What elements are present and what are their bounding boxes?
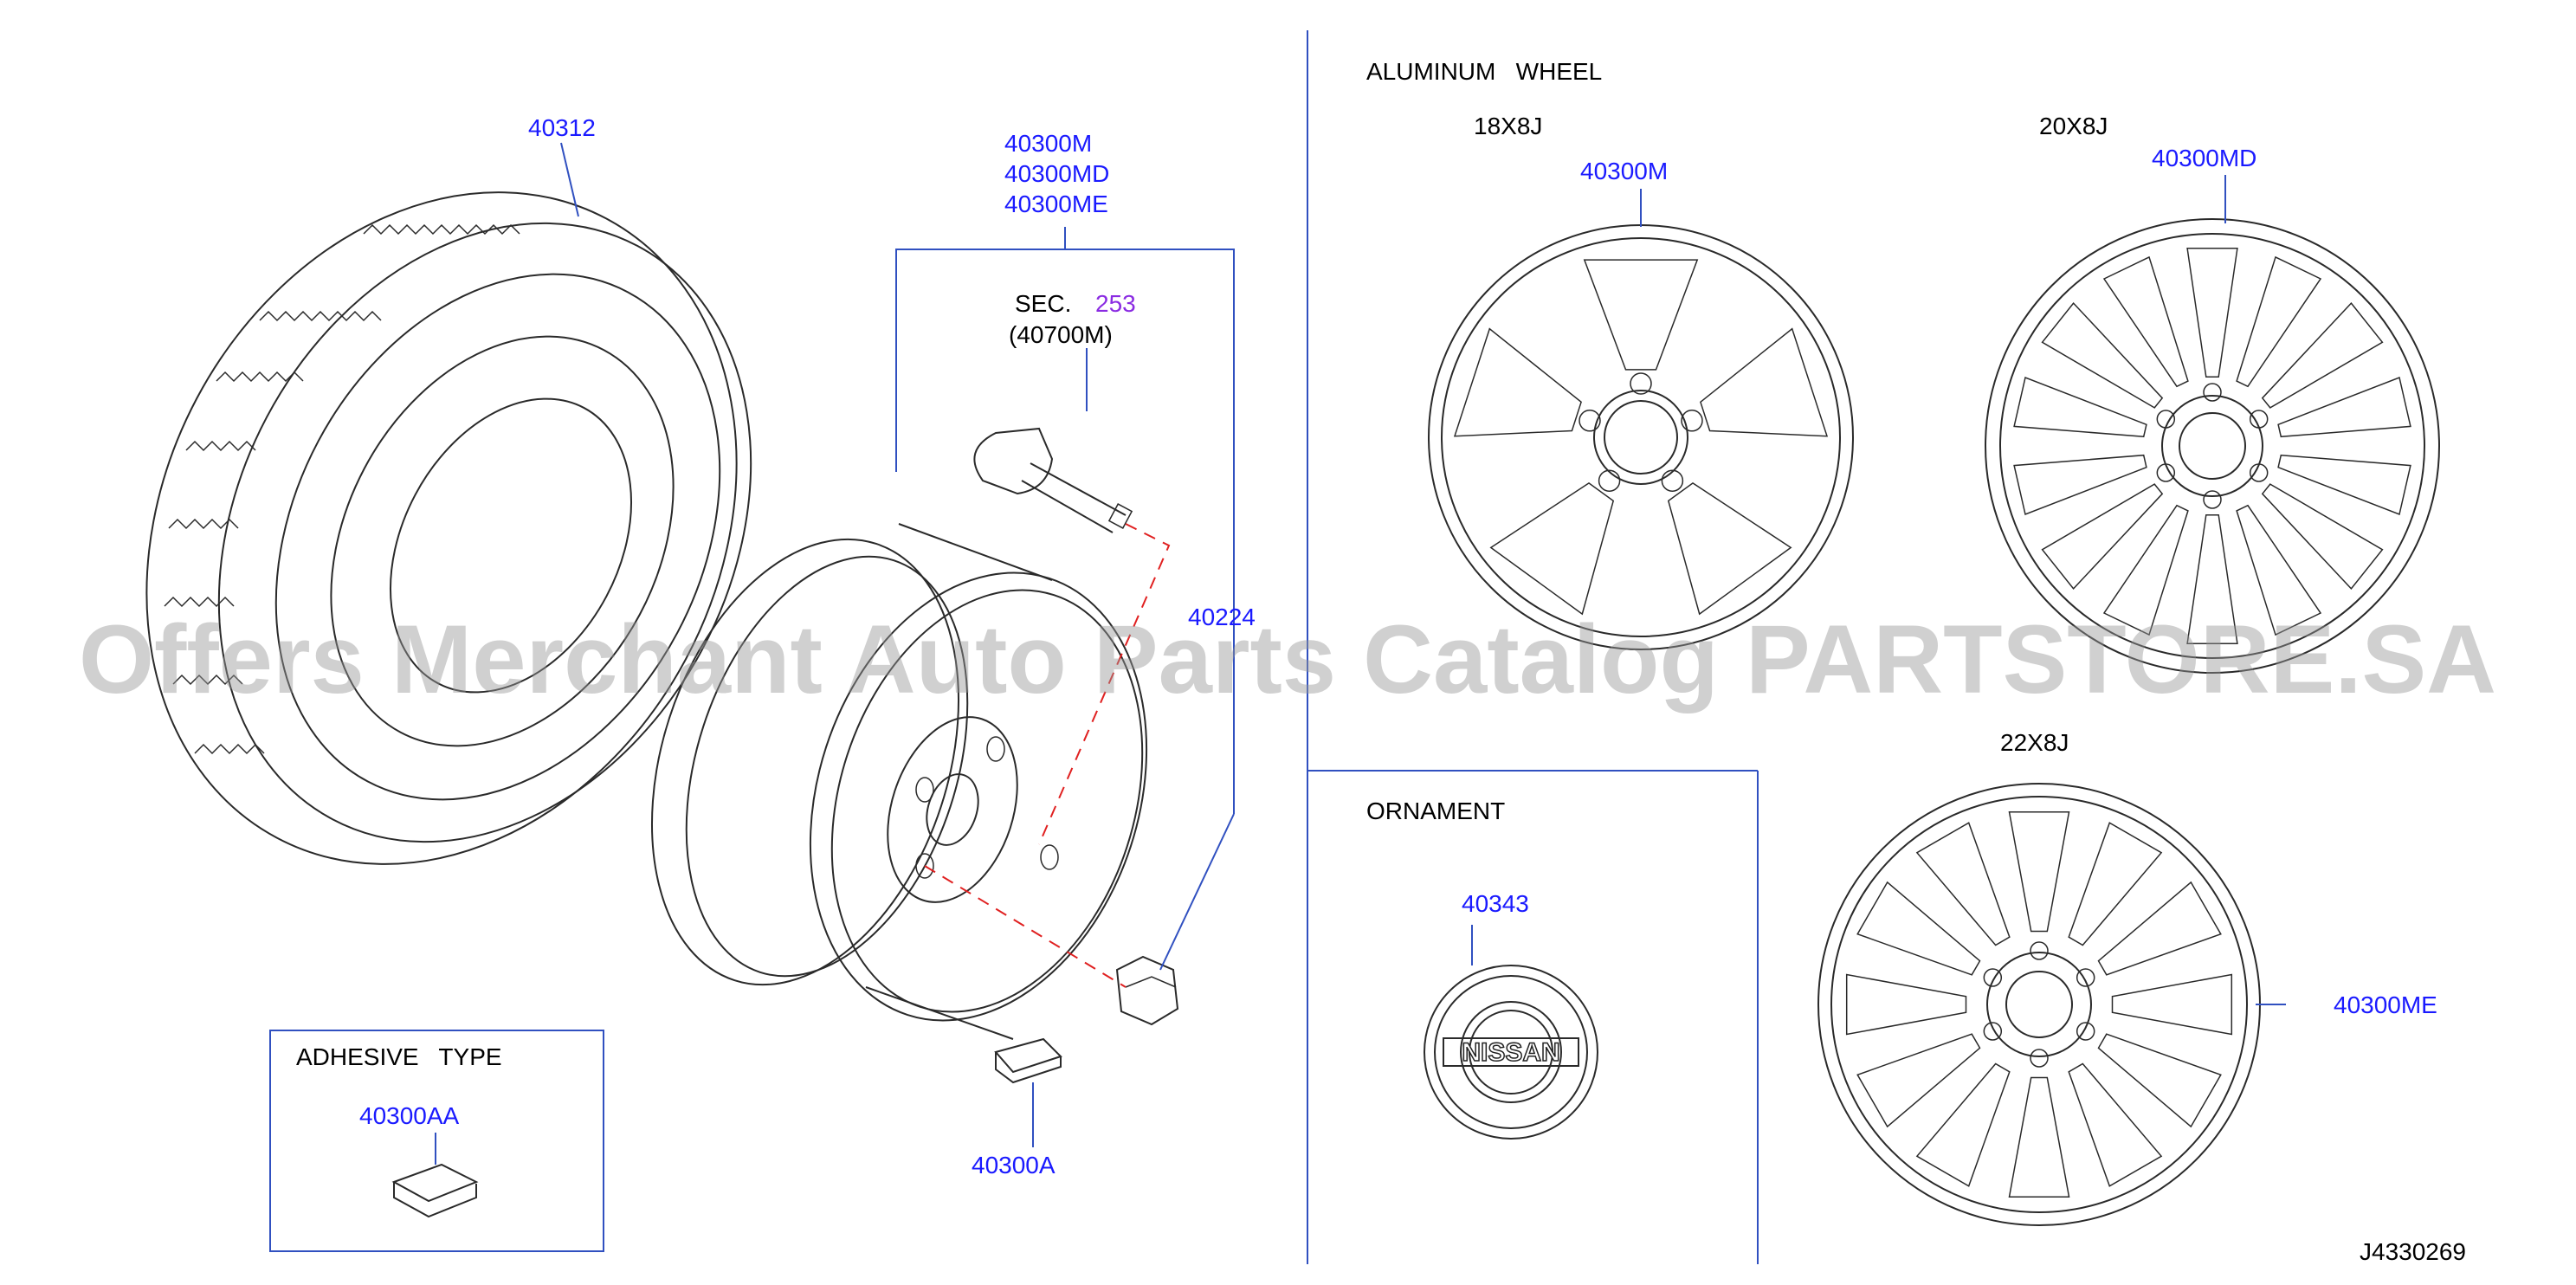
wheel-spoke-window (2261, 483, 2384, 591)
wheel18-part-label: 40300M (1580, 158, 1668, 184)
lug-hole (1983, 1022, 2003, 1041)
lug-hole (2203, 383, 2222, 402)
wheel-spoke-window (2236, 255, 2322, 388)
lug-hole (2156, 463, 2176, 482)
wheel-spoke-window (2041, 301, 2164, 409)
wheel-spoke-window (2068, 822, 2163, 946)
lug-hole (1661, 469, 1684, 492)
tire-leader (560, 142, 579, 217)
wheel22-size-label: 22X8J (2000, 729, 2069, 756)
weight-part-label: 40300A (972, 1152, 1056, 1178)
wheel-spoke-window (2261, 301, 2384, 409)
adhesive-weight-drawing (391, 1163, 479, 1218)
wheel-spoke-window (2008, 810, 2070, 933)
wheel-spoke-window (2068, 1062, 2163, 1187)
watermark-text: Offers Merchant Auto Parts Catalog PARTS… (79, 605, 2496, 714)
lug-hole (2030, 1049, 2049, 1068)
wheel-spoke-window (2008, 1076, 2070, 1198)
wheel-spoke-window (2097, 1033, 2222, 1128)
lug-hole (2076, 968, 2095, 987)
wheel-spoke-window (2013, 454, 2147, 516)
wheel-spoke-window (2111, 973, 2233, 1036)
ornament-title: ORNAMENT (1366, 797, 1505, 824)
wheel-spoke-window (2186, 513, 2238, 644)
wheel-spoke-window (2102, 504, 2189, 636)
ornament-drawing (1424, 965, 1598, 1140)
aluminum-wheel-title: ALUMINUM WHEEL (1366, 58, 1602, 85)
ornament-part-label: 40343 (1462, 890, 1529, 917)
wheel20-size-label: 20X8J (2039, 113, 2108, 139)
lug-hole (1681, 410, 1703, 432)
nut-leader (1159, 813, 1235, 971)
wheel-drawing (650, 523, 1148, 1040)
lug-hole (2030, 941, 2049, 960)
nissan-logo-text: NISSAN (1462, 1038, 1559, 1067)
wheel18-size-label: 18X8J (1474, 113, 1542, 139)
sensor-dashed-leader (1038, 523, 1171, 845)
section-ref-number: 253 (1095, 290, 1136, 317)
diagram-id: J4330269 (2360, 1238, 2466, 1265)
aluminum-wheel-20-drawing (1985, 218, 2440, 674)
lug-hole (1983, 968, 2003, 987)
wheel-spoke-window (2041, 483, 2164, 591)
wheel-spoke-window (2186, 248, 2238, 378)
sensor-part-ref: (40700M) (1009, 321, 1113, 348)
wheel-spoke-window (1856, 881, 1981, 976)
lug-hole (1579, 410, 1601, 432)
tire-drawing (145, 191, 752, 865)
wheel-assy-part-label-2: 40300MD (1004, 160, 1109, 187)
lug-hole (2076, 1022, 2095, 1041)
wheel-spoke-window (2236, 504, 2322, 636)
wheel-spoke-window (1489, 481, 1615, 616)
wheel-spoke-window (1700, 327, 1829, 437)
lug-hole (1630, 372, 1652, 395)
wheel-spoke-window (2277, 454, 2411, 516)
wheel-spoke-window (1856, 1033, 1981, 1128)
wheel-spoke-window (2097, 881, 2222, 976)
wheel-spoke-window (2277, 376, 2411, 438)
tire-part-label: 40312 (528, 114, 596, 141)
wheel20-part-label: 40300MD (2152, 145, 2256, 171)
lug-hole (2249, 410, 2269, 429)
wheel-assy-part-label-1: 40300M (1004, 130, 1092, 157)
lug-hole (2249, 463, 2269, 482)
wheel-spoke-window (1453, 327, 1582, 437)
section-ref-prefix: SEC. (1015, 290, 1071, 317)
adhesive-part-label: 40300AA (359, 1102, 460, 1129)
wheel-spoke-window (2013, 376, 2147, 438)
wheel-spoke-window (1845, 973, 1967, 1036)
nut-part-label: 40224 (1188, 604, 1256, 630)
adhesive-type-title: ADHESIVE TYPE (296, 1043, 502, 1070)
wheel-spoke-window (1667, 481, 1792, 616)
lug-hole (2156, 410, 2176, 429)
lug-hole (1598, 469, 1621, 492)
wheel22-part-label: 40300ME (2334, 991, 2437, 1018)
wheel-nut-drawing (1115, 955, 1179, 1026)
wheel-spoke-window (1915, 822, 2011, 946)
wheel-spoke-window (2102, 255, 2189, 388)
nut-dashed-leader (924, 865, 1127, 988)
tpms-sensor-drawing (973, 427, 1133, 533)
balance-weight-drawing (994, 1037, 1062, 1084)
wheel-spoke-window (1583, 259, 1699, 371)
wheel-assy-part-label-3: 40300ME (1004, 190, 1108, 217)
lug-hole (2203, 490, 2222, 509)
wheel-spoke-window (1915, 1062, 2011, 1187)
adhesive-type-frame (269, 1030, 604, 1252)
